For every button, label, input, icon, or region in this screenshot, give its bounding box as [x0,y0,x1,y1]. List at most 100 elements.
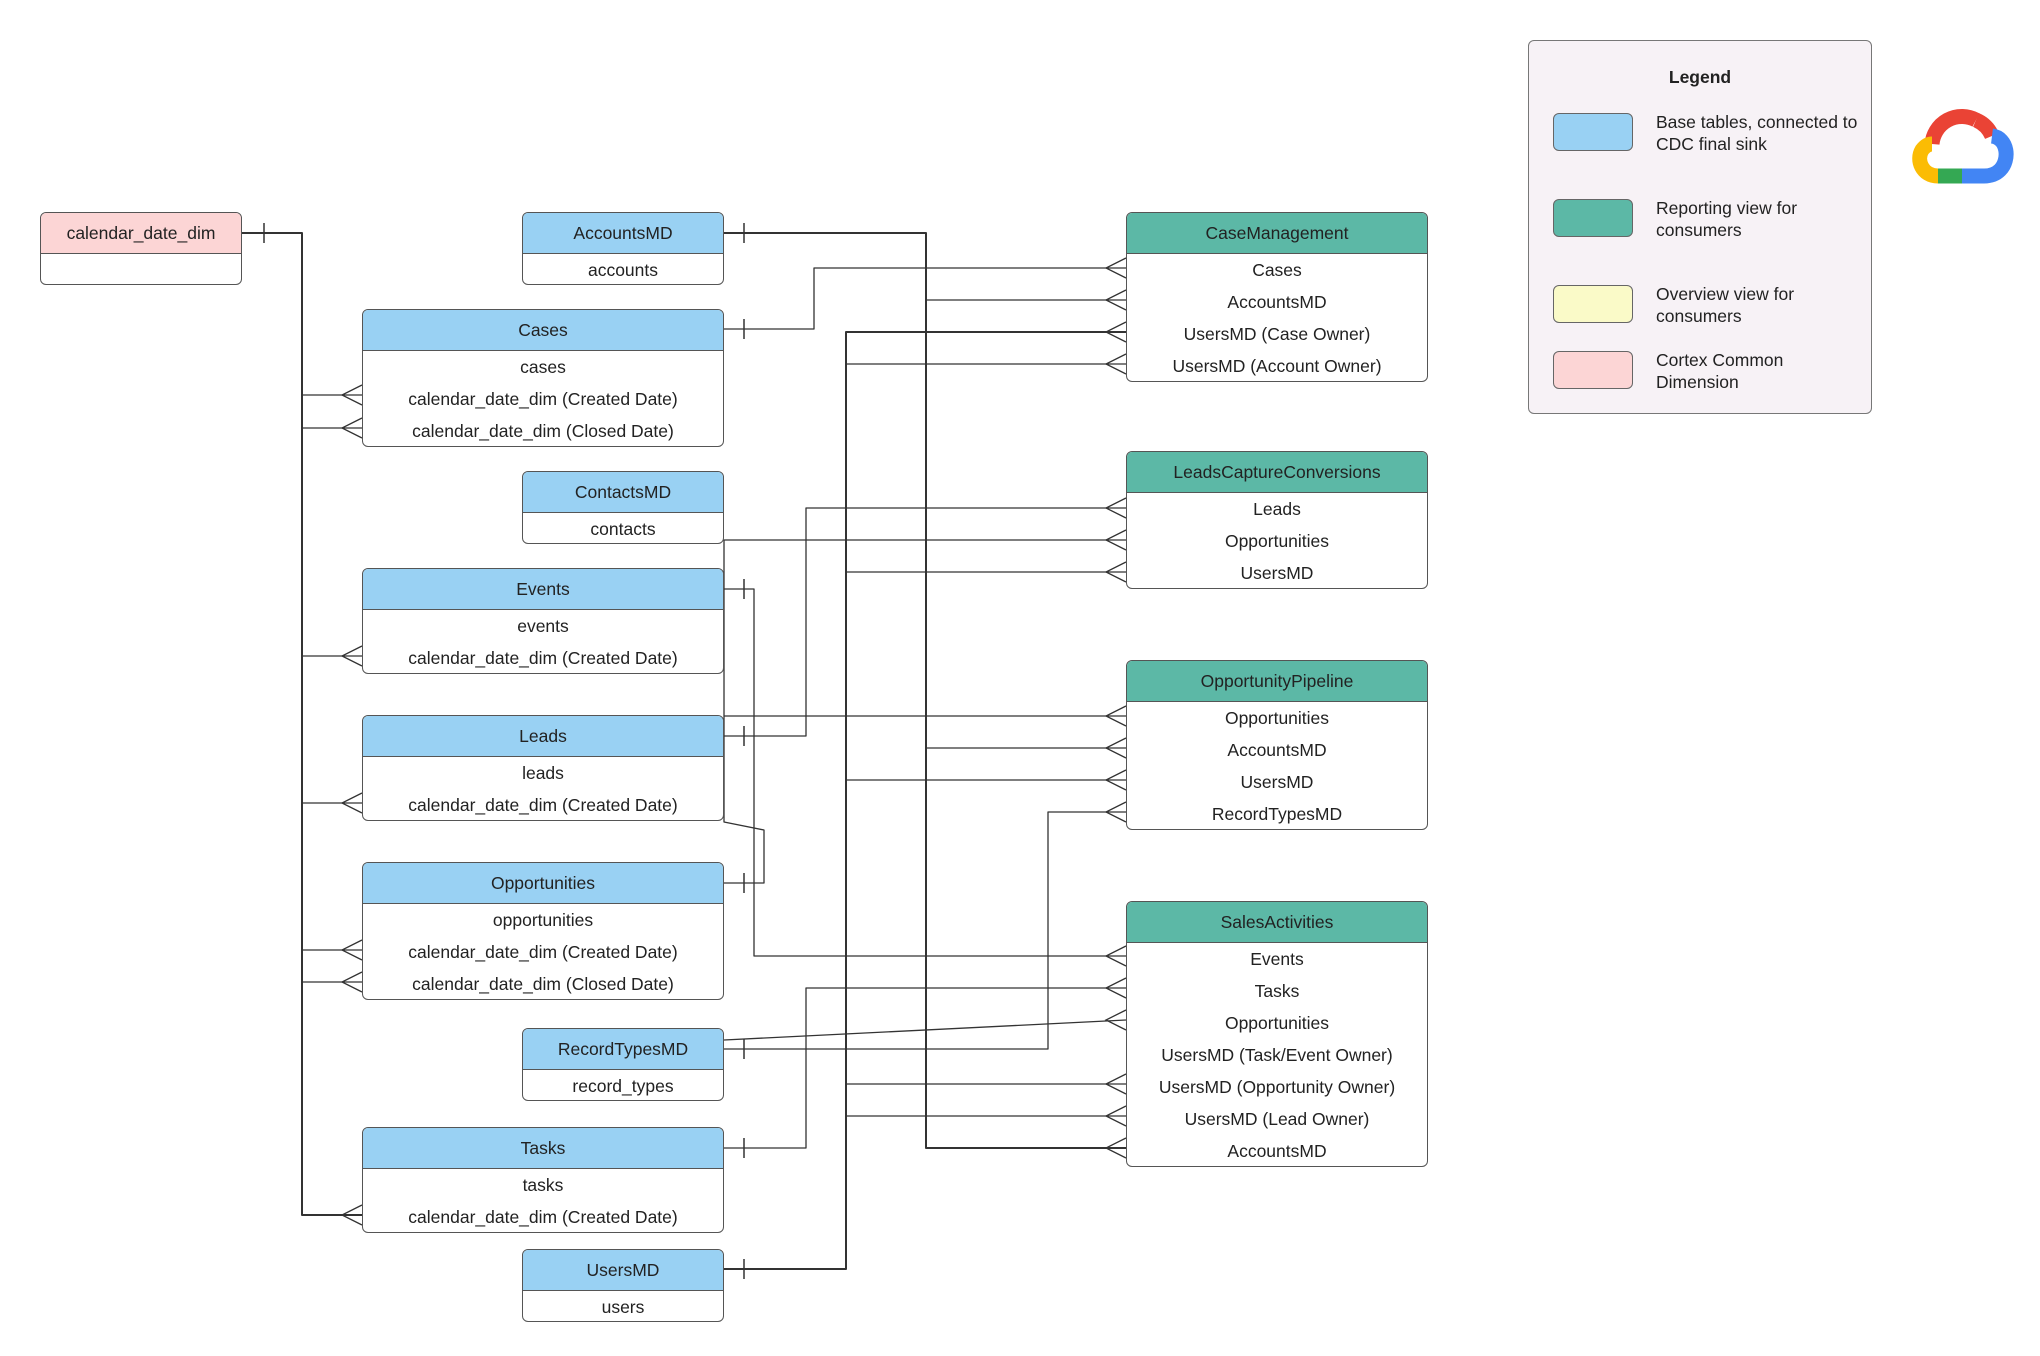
entity-row: AccountsMD [1227,1140,1327,1161]
entity-header: RecordTypesMD [523,1029,723,1070]
entity-header: UsersMD [523,1250,723,1291]
entity-header: OpportunityPipeline [1127,661,1427,702]
entity-row: Cases [1252,259,1302,280]
crows-foot-marker [1104,1073,1127,1095]
crows-foot-marker [1104,977,1127,999]
entity-row: cases [520,356,566,377]
line-leads-lcc [724,507,1126,737]
crows-foot-marker [1104,353,1127,375]
legend: Legend Base tables, connected to CDC fin… [1528,40,1872,414]
entity-row: calendar_date_dim (Closed Date) [412,973,674,994]
entity-row: UsersMD (Task/Event Owner) [1161,1044,1393,1065]
entity-row: calendar_date_dim (Created Date) [408,794,678,815]
entity-recordtypesmd[interactable]: RecordTypesMD record_types [522,1028,724,1101]
entity-events[interactable]: Events events calendar_date_dim (Created… [362,568,724,674]
entity-contactsmd[interactable]: ContactsMD contacts [522,471,724,544]
entity-row: UsersMD (Opportunity Owner) [1158,1076,1396,1097]
line-opps-lcc [723,539,1126,884]
entity-row: Leads [1253,498,1301,519]
entity-row: tasks [522,1174,564,1195]
legend-title: Legend [1668,67,1732,87]
legend-swatch-overview [1553,285,1633,323]
legend-label-overview: Overview view for consumers [1656,284,1795,326]
entity-header: AccountsMD [523,213,723,254]
entity-row: contacts [590,518,656,539]
crows-foot-marker [340,971,363,993]
entity-header: ContactsMD [523,472,723,513]
legend-swatch-cortex [1553,351,1633,389]
entity-header: Cases [363,310,723,351]
entity-leadscaptureconversions[interactable]: LeadsCaptureConversions Leads Opportunit… [1126,451,1428,589]
entity-row: users [601,1296,645,1317]
crows-foot-marker [1104,769,1127,791]
entity-cases[interactable]: Cases cases calendar_date_dim (Created D… [362,309,724,447]
entity-row: calendar_date_dim (Closed Date) [412,420,674,441]
entity-header: calendar_date_dim [41,213,241,254]
crows-foot-marker [340,939,363,961]
entity-row: calendar_date_dim (Created Date) [408,1206,678,1227]
entity-opportunitypipeline[interactable]: OpportunityPipeline Opportunities Accoun… [1126,660,1428,830]
line-cases [724,267,1126,330]
entity-row: UsersMD (Lead Owner) [1184,1108,1370,1129]
google-cloud-logo-icon [1912,109,2014,184]
entity-row: opportunities [492,909,594,930]
entity-header: SalesActivities [1127,902,1427,943]
crows-foot-marker [1104,1105,1127,1127]
entity-row: UsersMD [1240,562,1314,583]
entity-row: AccountsMD [1227,291,1327,312]
entity-header: Leads [363,716,723,757]
crows-foot-marker [1104,529,1127,551]
entity-opportunities[interactable]: Opportunities opportunities calendar_dat… [362,862,724,1000]
entity-row [41,254,241,284]
entity-row: AccountsMD [1227,739,1327,760]
line-recordtypes [724,811,1126,1050]
line-events [724,588,1126,957]
entity-row: Opportunities [1224,1012,1330,1033]
entity-row: RecordTypesMD [1211,803,1343,824]
crows-foot-marker [340,645,363,667]
legend-swatch-base [1553,113,1633,151]
legend-swatch-reporting [1553,199,1633,237]
entity-row: UsersMD [1240,771,1314,792]
entity-header: Events [363,569,723,610]
crows-foot-marker [1104,289,1127,311]
entity-header: CaseManagement [1127,213,1427,254]
entity-header: Tasks [363,1128,723,1169]
entity-row: Opportunities [1224,707,1330,728]
entity-row: accounts [587,259,659,280]
entity-header: LeadsCaptureConversions [1127,452,1427,493]
line-users-trunk [724,331,1126,1270]
entity-row: leads [522,762,564,783]
crows-foot-marker [1104,561,1127,583]
entity-row: Events [1250,948,1304,969]
entity-row: UsersMD (Account Owner) [1172,355,1382,376]
entity-accountsmd[interactable]: AccountsMD accounts [522,212,724,285]
entity-row: events [517,615,569,636]
entity-row: Opportunities [1224,530,1330,551]
entity-row: Tasks [1254,980,1300,1001]
entity-casemanagement[interactable]: CaseManagement Cases AccountsMD UsersMD … [1126,212,1428,382]
line-opps-sales [723,1019,1127,1041]
line-calendar-trunk [242,232,362,1216]
entity-header: Opportunities [363,863,723,904]
entity-tasks[interactable]: Tasks tasks calendar_date_dim (Created D… [362,1127,724,1233]
entity-leads[interactable]: Leads leads calendar_date_dim (Created D… [362,715,724,821]
crows-foot-marker [1104,1009,1127,1031]
entity-salesactivities[interactable]: SalesActivities Events Tasks Opportuniti… [1126,901,1428,1167]
legend-label-reporting: Reporting view for consumers [1656,198,1798,240]
entity-row: record_types [572,1075,674,1096]
entity-row: calendar_date_dim (Created Date) [408,941,678,962]
crows-foot-marker [1104,497,1127,519]
crows-foot-marker [1104,705,1127,727]
legend-label-base: Base tables, connected to CDC final sink [1656,112,1858,154]
entity-usersmd[interactable]: UsersMD users [522,1249,724,1322]
entity-calendar-date-dim[interactable]: calendar_date_dim [40,212,242,285]
crows-foot-marker [340,384,363,406]
line-tasks [724,987,1126,1149]
crows-foot-marker [1104,801,1127,823]
entity-row: calendar_date_dim (Created Date) [408,388,678,409]
legend-label-cortex: Cortex Common Dimension [1656,350,1784,392]
entity-row: UsersMD (Case Owner) [1183,323,1371,344]
crows-foot-marker [1104,1137,1127,1159]
